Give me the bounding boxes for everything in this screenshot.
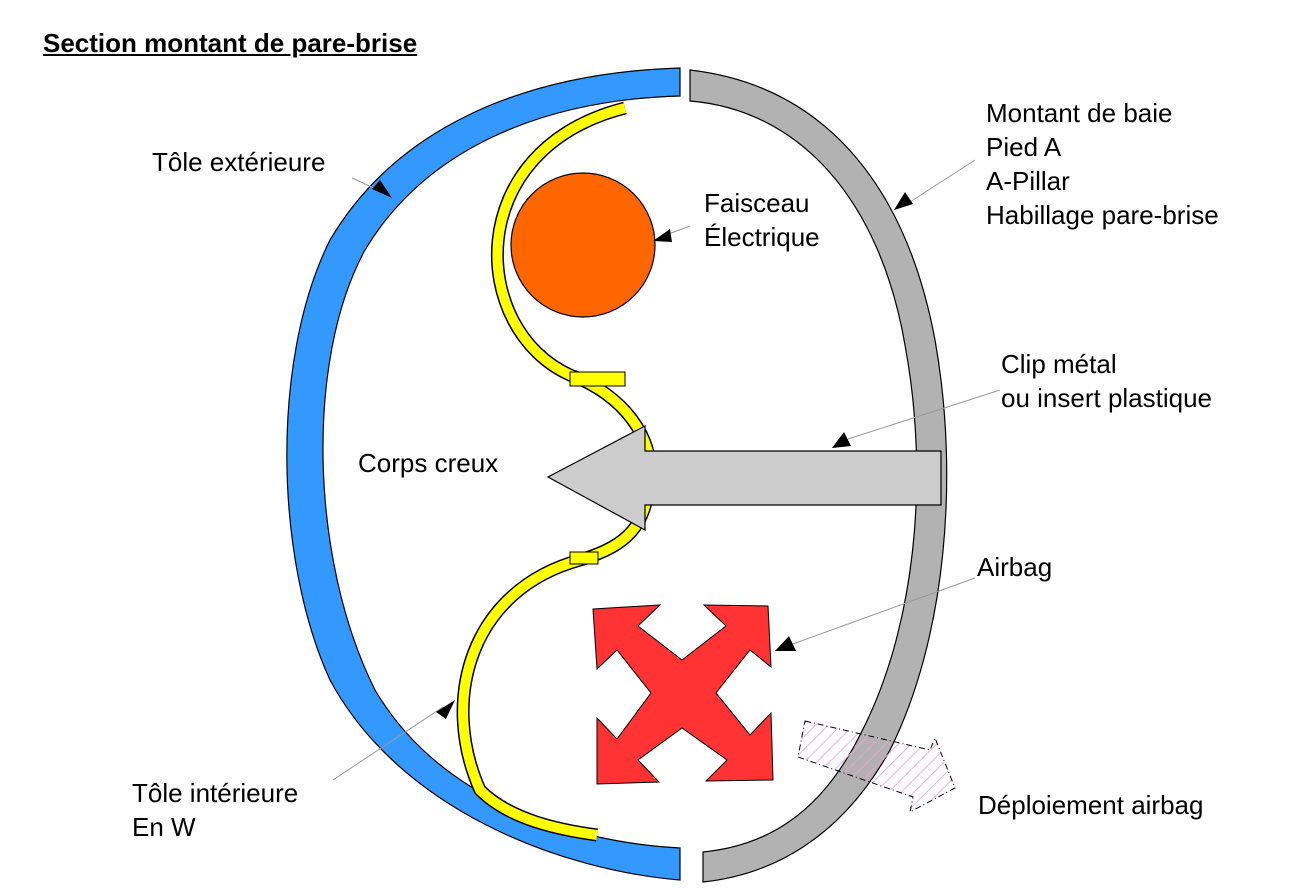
outer-sheet-shape xyxy=(286,67,681,881)
harness-circle xyxy=(510,172,656,318)
label-inner-sheet: Tôle intérieure En W xyxy=(132,778,299,842)
arrow-head-icon xyxy=(775,636,796,651)
label-pillar-trim: Montant de baie Pied A A-Pillar Habillag… xyxy=(986,98,1219,230)
pillar-trim-shape xyxy=(689,69,948,883)
arrow-head-icon xyxy=(436,700,455,719)
label-outer-sheet: Tôle extérieure xyxy=(152,147,326,177)
airbag-icon xyxy=(592,604,774,785)
inner-sheet-flange-top xyxy=(569,371,626,387)
arrow-head-icon xyxy=(653,229,672,242)
arrow-head-icon xyxy=(372,180,392,198)
leader-lines xyxy=(332,159,1001,781)
diagram-title: Section montant de pare-brise xyxy=(43,28,418,58)
label-harness: Faisceau Électrique xyxy=(704,188,820,252)
deployment-arrow-icon xyxy=(797,720,956,813)
clip-arrow-icon xyxy=(546,425,942,532)
arrow-head-icon xyxy=(832,432,851,448)
label-airbag-deployment: Déploiement airbag xyxy=(978,790,1204,820)
label-hollow-body: Corps creux xyxy=(358,448,499,478)
label-airbag: Airbag xyxy=(977,552,1053,582)
leader-arrowheads xyxy=(372,180,913,719)
label-clip: Clip métal ou insert plastique xyxy=(1001,349,1213,413)
arrow-head-icon xyxy=(894,192,913,210)
inner-sheet-flange-bottom xyxy=(569,551,599,565)
